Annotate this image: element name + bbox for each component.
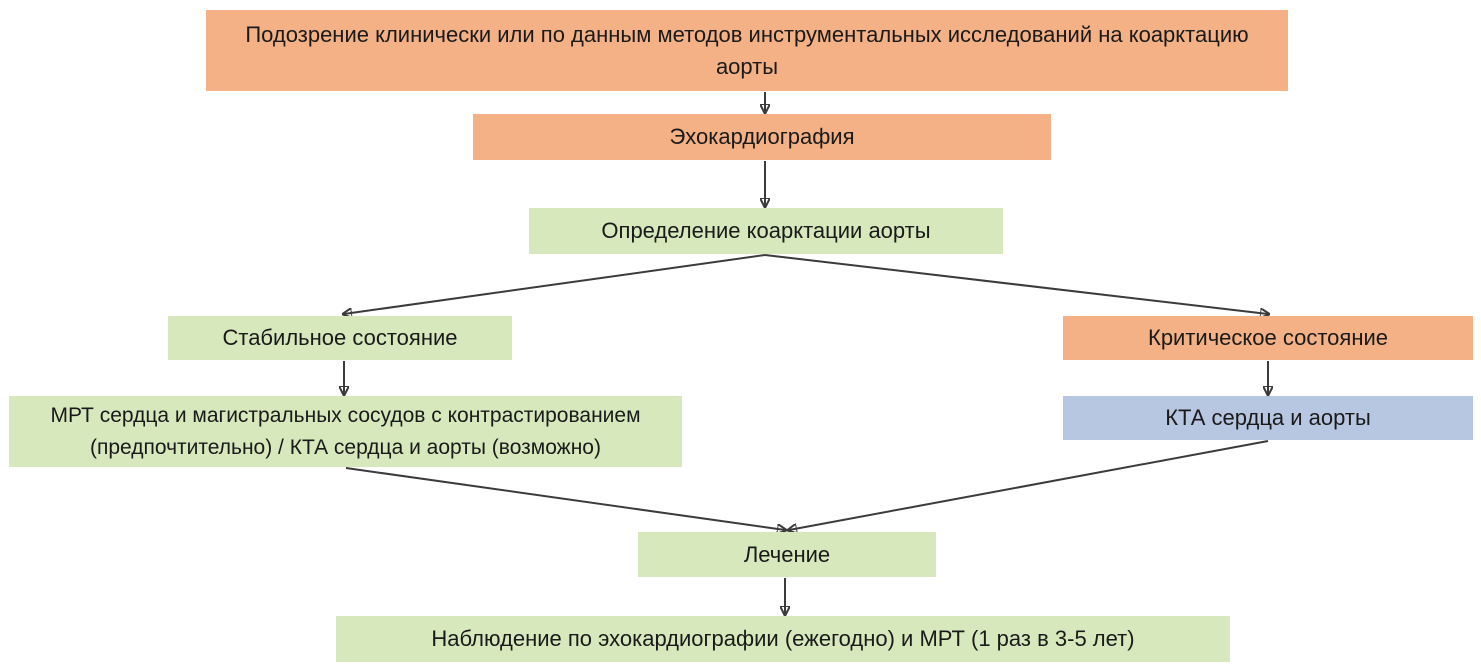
node-suspicion-label: Подозрение клинически или по данным мето… [245,21,1249,79]
node-stable-condition-label: Стабильное состояние [222,325,458,350]
node-coarctation-detection: Определение коарктации аорты [529,208,1003,254]
arrow-detect-to-critical [764,254,1268,314]
node-observation-label: Наблюдение по эхокардиографии (ежегодно)… [431,626,1135,651]
node-treatment-label: Лечение [743,541,831,567]
node-suspicion: Подозрение клинически или по данным мето… [206,10,1288,91]
node-observation: Наблюдение по эхокардиографии (ежегодно)… [336,616,1230,662]
node-treatment: Лечение [638,532,936,577]
node-mri-imaging-label: МРТ сердца и магистральных сосудов с кон… [50,403,641,459]
node-critical-condition: Критическое состояние [1063,316,1473,360]
node-mri-imaging: МРТ сердца и магистральных сосудов с кон… [9,396,682,467]
arrow-detect-to-stable [344,254,766,314]
arrow-mri-to-treatment [345,467,785,530]
node-echocardiography-label: Эхокардиография [669,124,855,149]
node-stable-condition: Стабильное состояние [168,316,512,360]
node-coarctation-detection-label: Определение коарктации аорты [601,218,931,243]
node-echocardiography: Эхокардиография [473,114,1051,160]
node-cta-imaging-label: КТА сердца и аорты [1165,405,1371,430]
arrow-kta-to-treatment [789,440,1269,530]
node-critical-condition-label: Критическое состояние [1148,325,1388,350]
node-cta-imaging: КТА сердца и аорты [1063,396,1473,440]
